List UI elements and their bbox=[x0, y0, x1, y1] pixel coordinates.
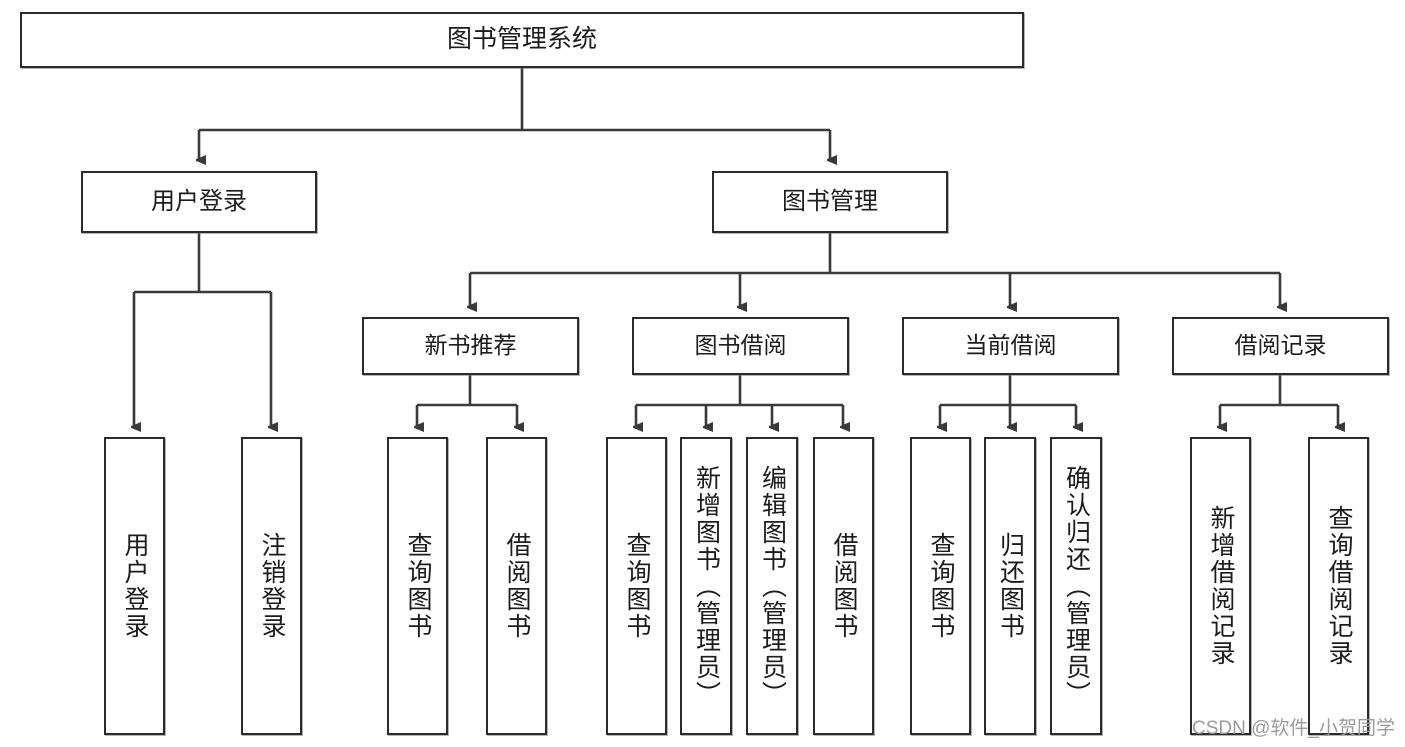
node-borrow-record-label: 借阅记录 bbox=[1234, 332, 1327, 359]
node-book-manage[interactable]: 图书管理 bbox=[712, 171, 948, 233]
connectors-new-book-rec bbox=[417, 375, 517, 427]
leaf-borrow-book-rec-label: 借阅图书 bbox=[503, 532, 531, 640]
leaf-return-book[interactable]: 归还图书 bbox=[984, 437, 1036, 735]
connectors-root bbox=[199, 68, 830, 160]
leaf-edit-book-admin[interactable]: 编辑图书（管理员） bbox=[746, 437, 798, 735]
leaf-add-record-label: 新增借阅记录 bbox=[1207, 505, 1235, 667]
leaf-confirm-return-admin[interactable]: 确认归还（管理员） bbox=[1050, 437, 1102, 735]
leaf-query-book-cur-label: 查询图书 bbox=[927, 532, 955, 640]
leaf-add-record[interactable]: 新增借阅记录 bbox=[1190, 437, 1251, 735]
node-new-book-recommend-label: 新书推荐 bbox=[424, 332, 517, 359]
node-user-login[interactable]: 用户登录 bbox=[81, 171, 317, 233]
leaf-return-book-label: 归还图书 bbox=[996, 532, 1025, 640]
node-book-borrow-label: 图书借阅 bbox=[694, 332, 787, 359]
connectors-book-manage bbox=[470, 233, 1280, 307]
node-root-system[interactable]: 图书管理系统 bbox=[20, 12, 1024, 68]
leaf-query-book-rec-label: 查询图书 bbox=[404, 532, 432, 640]
leaf-query-book-borrow[interactable]: 查询图书 bbox=[606, 437, 667, 735]
connectors-borrow-record bbox=[1220, 375, 1338, 427]
node-root-system-label: 图书管理系统 bbox=[446, 25, 597, 54]
connectors-current-borrow bbox=[940, 375, 1076, 427]
node-borrow-record[interactable]: 借阅记录 bbox=[1172, 317, 1389, 375]
node-user-login-label: 用户登录 bbox=[151, 187, 247, 215]
leaf-edit-book-admin-label: 编辑图书（管理员） bbox=[758, 464, 787, 708]
node-book-borrow[interactable]: 图书借阅 bbox=[632, 317, 849, 375]
leaf-query-book-rec[interactable]: 查询图书 bbox=[387, 437, 448, 735]
leaf-logout-label: 注销登录 bbox=[258, 532, 286, 640]
leaf-borrow-book-rec[interactable]: 借阅图书 bbox=[486, 437, 547, 735]
leaf-borrow-book-label: 借阅图书 bbox=[830, 532, 858, 640]
node-book-manage-label: 图书管理 bbox=[782, 187, 878, 215]
leaf-confirm-return-admin-label: 确认归还（管理员） bbox=[1062, 464, 1091, 708]
leaf-query-book-cur[interactable]: 查询图书 bbox=[910, 437, 971, 735]
node-current-borrow[interactable]: 当前借阅 bbox=[902, 317, 1119, 375]
leaf-query-book-borrow-label: 查询图书 bbox=[623, 532, 651, 640]
connectors-book-borrow bbox=[636, 375, 843, 427]
node-current-borrow-label: 当前借阅 bbox=[964, 332, 1057, 359]
node-new-book-recommend[interactable]: 新书推荐 bbox=[362, 317, 579, 375]
leaf-logout[interactable]: 注销登录 bbox=[241, 437, 302, 735]
leaf-add-book-admin-label: 新增图书（管理员） bbox=[692, 464, 721, 708]
leaf-borrow-book[interactable]: 借阅图书 bbox=[813, 437, 874, 735]
leaf-user-login-label: 用户登录 bbox=[121, 532, 149, 640]
leaf-add-book-admin[interactable]: 新增图书（管理员） bbox=[680, 437, 732, 735]
connectors-user-login bbox=[134, 233, 271, 427]
leaf-query-record-label: 查询借阅记录 bbox=[1325, 505, 1353, 667]
leaf-user-login[interactable]: 用户登录 bbox=[104, 437, 165, 735]
leaf-query-record[interactable]: 查询借阅记录 bbox=[1308, 437, 1369, 735]
